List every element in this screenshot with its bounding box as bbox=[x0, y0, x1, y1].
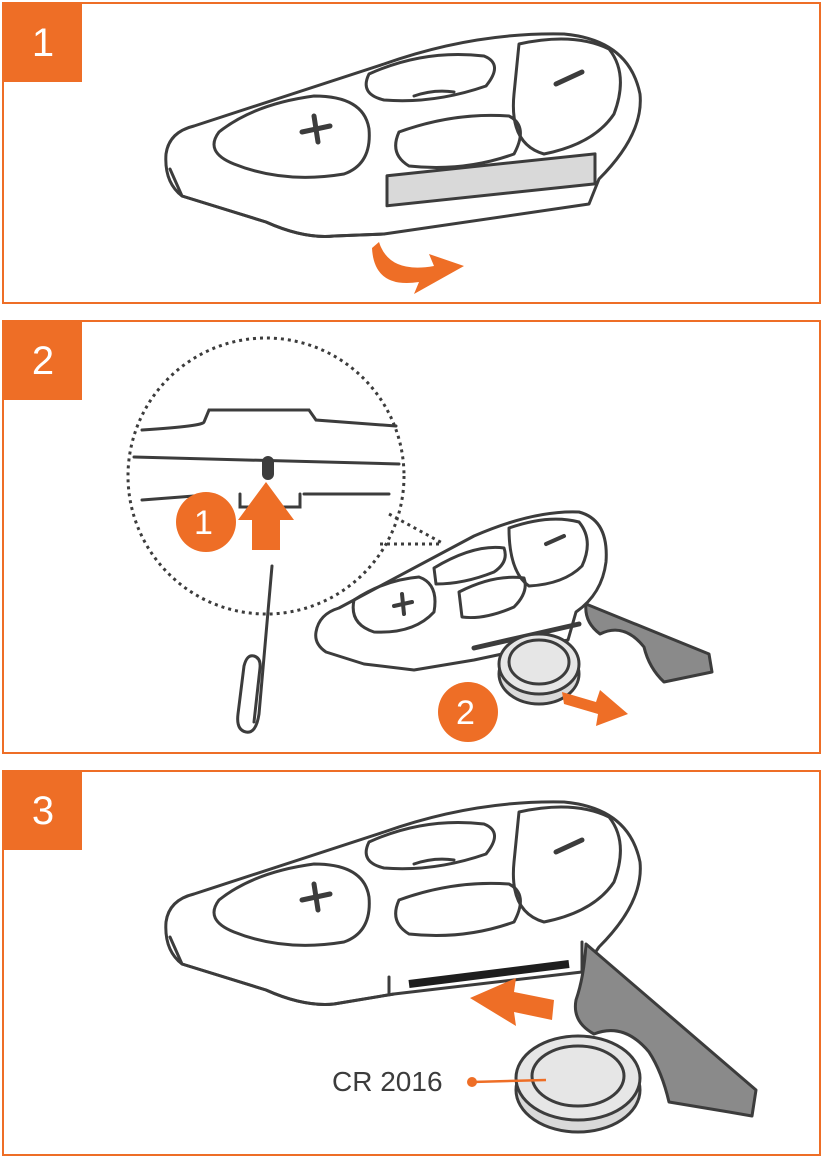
push-arrow-icon bbox=[238, 482, 294, 550]
step-1-panel: 1 bbox=[2, 2, 821, 304]
pull-arrow-icon bbox=[562, 690, 628, 726]
step-2-panel: 2 bbox=[2, 320, 821, 754]
step-1-illustration bbox=[4, 4, 819, 302]
step-3-panel: 3 CR 2016 bbox=[2, 770, 821, 1156]
paperclip-icon bbox=[238, 566, 272, 732]
reset-hole bbox=[262, 456, 274, 480]
headset-body bbox=[166, 34, 641, 237]
insert-arrow-icon bbox=[470, 978, 554, 1026]
battery-clip-icon bbox=[586, 604, 712, 682]
headset-body bbox=[166, 802, 641, 1005]
step-2-illustration bbox=[4, 322, 819, 752]
substep-1-number: 1 bbox=[194, 504, 213, 543]
battery-type-label: CR 2016 bbox=[332, 1066, 443, 1098]
rotate-arrow-icon bbox=[372, 242, 464, 294]
substep-2-number: 2 bbox=[456, 694, 475, 733]
coin-battery-icon bbox=[516, 1036, 640, 1132]
